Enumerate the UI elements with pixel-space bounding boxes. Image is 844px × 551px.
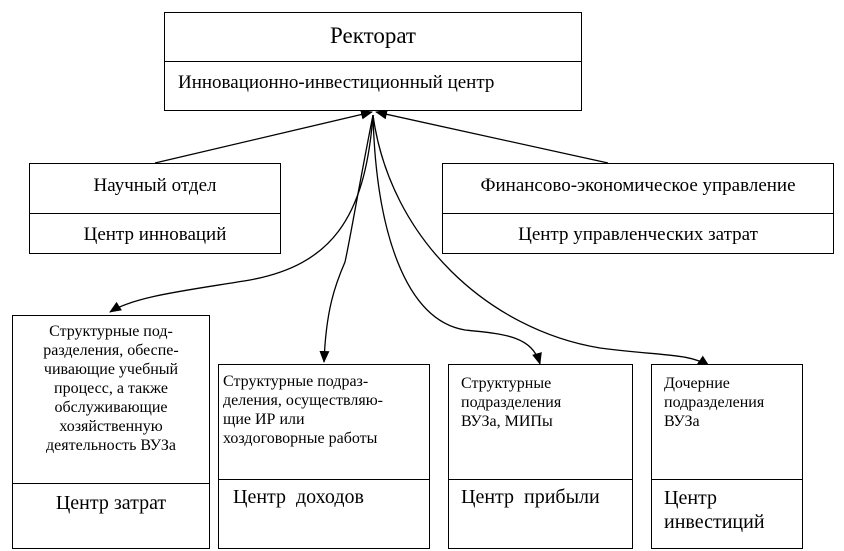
unit-center-label-line: Центр	[664, 487, 718, 509]
unit-description: Дочерние подразделения ВУЗа	[664, 374, 764, 431]
unit-description: Структурные подраз- деления, осуществляю…	[223, 372, 383, 448]
unit-description-line: деления, осуществляю-	[223, 392, 383, 409]
unit-description-line: Структурные под-	[49, 323, 173, 340]
rectorate-box: Ректорат Инновационно-инвестиционный цен…	[164, 12, 582, 111]
unit-center-label: Центр инвестиций	[664, 486, 765, 534]
unit-description-line: Структурные	[461, 375, 552, 392]
unit-box-cost-center: Структурные под- разделения, обеспе- чив…	[12, 315, 210, 549]
unit-box-profit-center: Структурные подразделения ВУЗа, МИПы Цен…	[448, 364, 633, 549]
unit-description-line: обслуживающие	[54, 399, 168, 416]
unit-center-label: Центр затрат	[55, 492, 167, 514]
unit-description-line: деятельность ВУЗа	[46, 437, 176, 454]
arrow-rectorate-to-unit-3	[372, 114, 542, 365]
unit-description-line: Дочерние	[664, 375, 730, 392]
unit-description-line: хозяйственную	[59, 418, 163, 435]
unit-description-line: процесс, а также	[54, 380, 168, 397]
arrow-rectorate-to-unit-2	[319, 114, 374, 363]
arrow-finance-to-rectorate	[375, 109, 609, 164]
unit-description: Структурные под- разделения, обеспе- чив…	[13, 322, 209, 455]
unit-description-line: подразделения	[461, 394, 562, 411]
unit-description-line: подразделения	[664, 394, 765, 411]
unit-center-label: Центр доходов	[233, 486, 364, 508]
finance-department-title: Финансово-экономическое управление	[480, 175, 796, 196]
unit-box-investment-center: Дочерние подразделения ВУЗа Центр инвест…	[651, 364, 803, 549]
rectorate-title: Ректорат	[330, 23, 416, 48]
science-department-subtitle: Центр инноваций	[83, 224, 227, 245]
science-department-title: Научный отдел	[93, 175, 217, 196]
arrow-rectorate-to-unit-4	[372, 114, 710, 367]
unit-description-line: чивающие учебный	[43, 361, 179, 378]
finance-department-subtitle: Центр управленческих затрат	[518, 224, 758, 245]
unit-description-line: щие ИР или	[223, 411, 305, 428]
unit-description-line: разделения, обеспе-	[43, 342, 179, 359]
unit-center-label: Центр прибыли	[461, 486, 600, 508]
finance-department-box: Финансово-экономическое управление Центр…	[442, 163, 834, 254]
unit-description-line: ВУЗа	[664, 413, 700, 430]
unit-center-label-line: инвестиций	[664, 511, 765, 533]
unit-box-income-center: Структурные подраз- деления, осуществляю…	[218, 364, 430, 549]
unit-description-line: Структурные подраз-	[223, 373, 369, 390]
unit-description: Структурные подразделения ВУЗа, МИПы	[461, 374, 561, 431]
arrow-science-to-rectorate	[154, 109, 373, 164]
unit-description-line: ВУЗа, МИПы	[461, 413, 553, 430]
rectorate-subtitle: Инновационно-инвестиционный центр	[178, 72, 495, 93]
science-department-box: Научный отдел Центр инноваций	[29, 163, 281, 254]
unit-description-line: хоздоговорные работы	[223, 430, 378, 447]
